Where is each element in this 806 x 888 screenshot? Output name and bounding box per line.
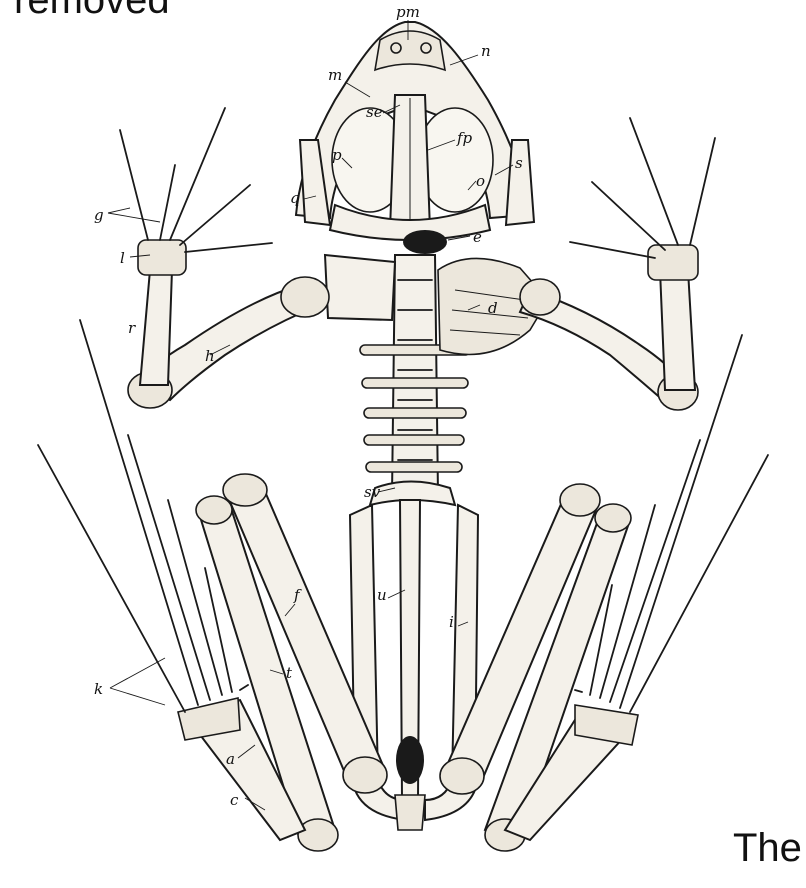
label-h: h bbox=[205, 347, 215, 365]
left-hindlimb bbox=[38, 320, 387, 851]
label-sv: sv bbox=[364, 483, 381, 501]
label-fp: fp bbox=[456, 129, 473, 147]
label-p: p bbox=[332, 146, 342, 164]
left-forelimb bbox=[120, 108, 329, 408]
label-l: l bbox=[120, 249, 125, 267]
label-c: c bbox=[230, 791, 239, 809]
label-d: d bbox=[488, 299, 498, 317]
label-a: a bbox=[226, 750, 235, 768]
label-se: se bbox=[366, 103, 383, 121]
clipped-caption-bottom: The bbox=[733, 826, 802, 871]
right-forelimb bbox=[520, 118, 715, 410]
label-r: r bbox=[128, 319, 136, 337]
label-n: n bbox=[481, 42, 491, 60]
label-t: t bbox=[286, 664, 293, 682]
label-m: m bbox=[328, 66, 342, 84]
right-hindlimb bbox=[440, 335, 768, 851]
label-i: i bbox=[449, 613, 454, 631]
skull bbox=[296, 22, 534, 254]
label-pm: pm bbox=[396, 3, 420, 21]
label-o: o bbox=[476, 172, 485, 190]
label-e: e bbox=[473, 228, 482, 246]
label-g: g bbox=[94, 206, 104, 224]
label-q: q bbox=[290, 189, 300, 207]
label-u: u bbox=[377, 586, 387, 604]
label-s: s bbox=[515, 154, 523, 172]
label-k: k bbox=[94, 680, 103, 698]
